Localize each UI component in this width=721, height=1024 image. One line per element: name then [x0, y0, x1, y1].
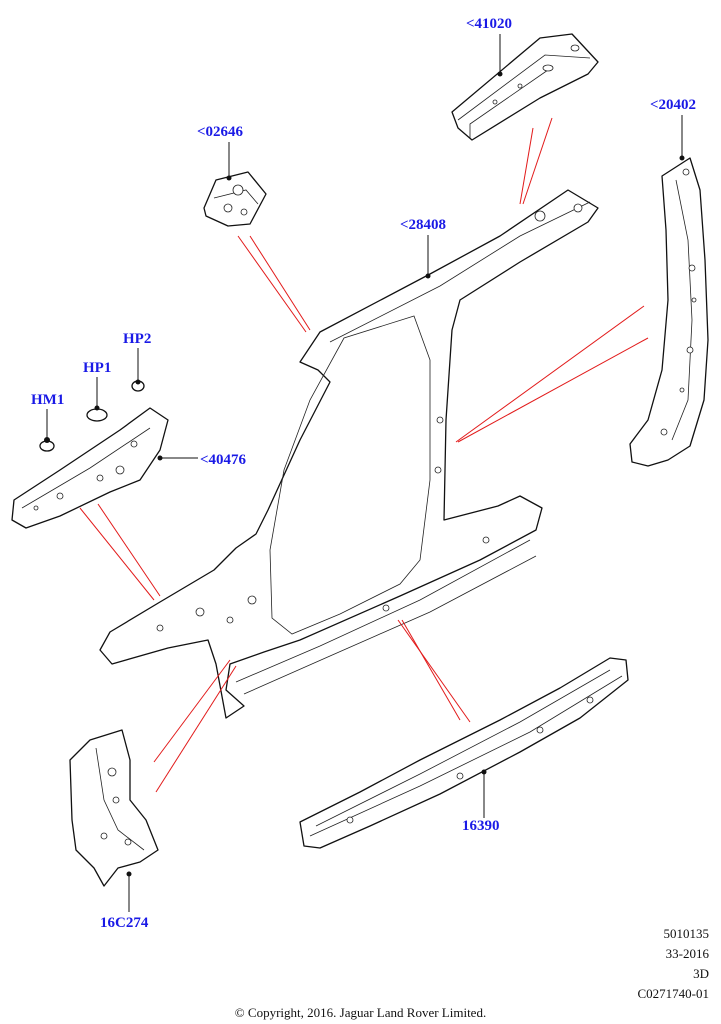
reference-date: 33-2016: [665, 946, 709, 961]
reference-code: 5010135: [663, 926, 710, 941]
part-20402-pillar-panel[interactable]: [629, 157, 709, 467]
plug-hp1[interactable]: [86, 405, 108, 422]
part-16c274-hinge-pillar[interactable]: [69, 729, 159, 887]
reference-view: 3D: [693, 966, 709, 981]
illustration-number: C0271740-01: [637, 986, 710, 1001]
label-28408[interactable]: <28408: [400, 217, 447, 233]
label-hm1[interactable]: HM1: [31, 392, 65, 408]
assembly-callout-lines: [79, 117, 649, 793]
part-02646-bracket[interactable]: [203, 171, 267, 227]
label-20402[interactable]: <20402: [650, 97, 697, 113]
part-16390-sill-panel[interactable]: [299, 657, 629, 849]
plug-hm1[interactable]: [39, 437, 55, 452]
part-28408-body-side-frame[interactable]: [99, 189, 599, 719]
leader-lines: [46, 34, 685, 912]
label-hp1[interactable]: HP1: [83, 360, 112, 376]
label-hp2[interactable]: HP2: [123, 331, 152, 347]
label-02646[interactable]: <02646: [197, 124, 244, 140]
plug-hp2[interactable]: [131, 379, 145, 392]
label-41020[interactable]: <41020: [466, 16, 513, 32]
label-40476[interactable]: <40476: [200, 452, 247, 468]
part-40476-front-rail[interactable]: [11, 407, 169, 529]
copyright-notice: © Copyright, 2016. Jaguar Land Rover Lim…: [234, 1005, 487, 1020]
part-41020-roof-rail-reinforcement[interactable]: [451, 33, 599, 141]
label-16c274[interactable]: 16C274: [100, 915, 149, 931]
label-16390[interactable]: 16390: [462, 818, 500, 834]
